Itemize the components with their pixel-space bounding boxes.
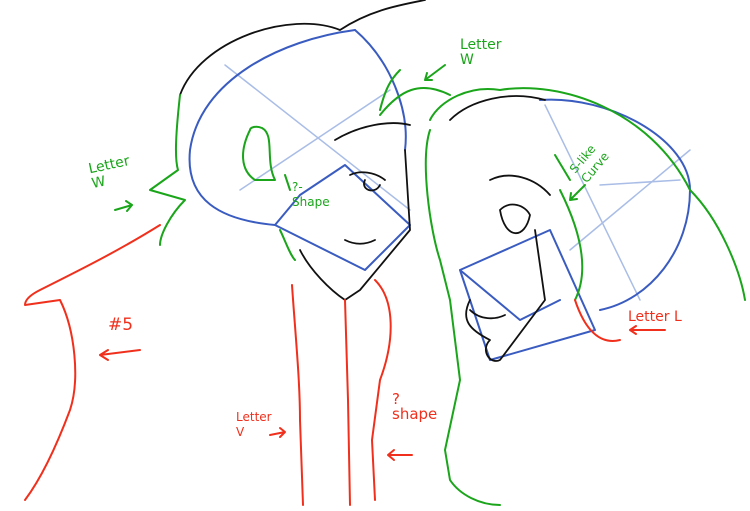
label-question-shape-red: ? shape bbox=[392, 390, 438, 423]
label-letter-l: Letter L bbox=[628, 309, 682, 325]
red-strokes bbox=[24, 224, 666, 506]
label-question-shape-green: ?- Shape bbox=[292, 180, 330, 209]
blue-construction bbox=[188, 29, 691, 361]
label-step-number: #5 bbox=[108, 315, 134, 335]
label-letter-v: Letter V bbox=[236, 410, 272, 439]
green-arrows bbox=[114, 64, 586, 212]
black-outlines bbox=[179, 0, 551, 362]
label-letter-w-top: Letter W bbox=[460, 37, 502, 68]
green-strokes bbox=[149, 69, 746, 506]
